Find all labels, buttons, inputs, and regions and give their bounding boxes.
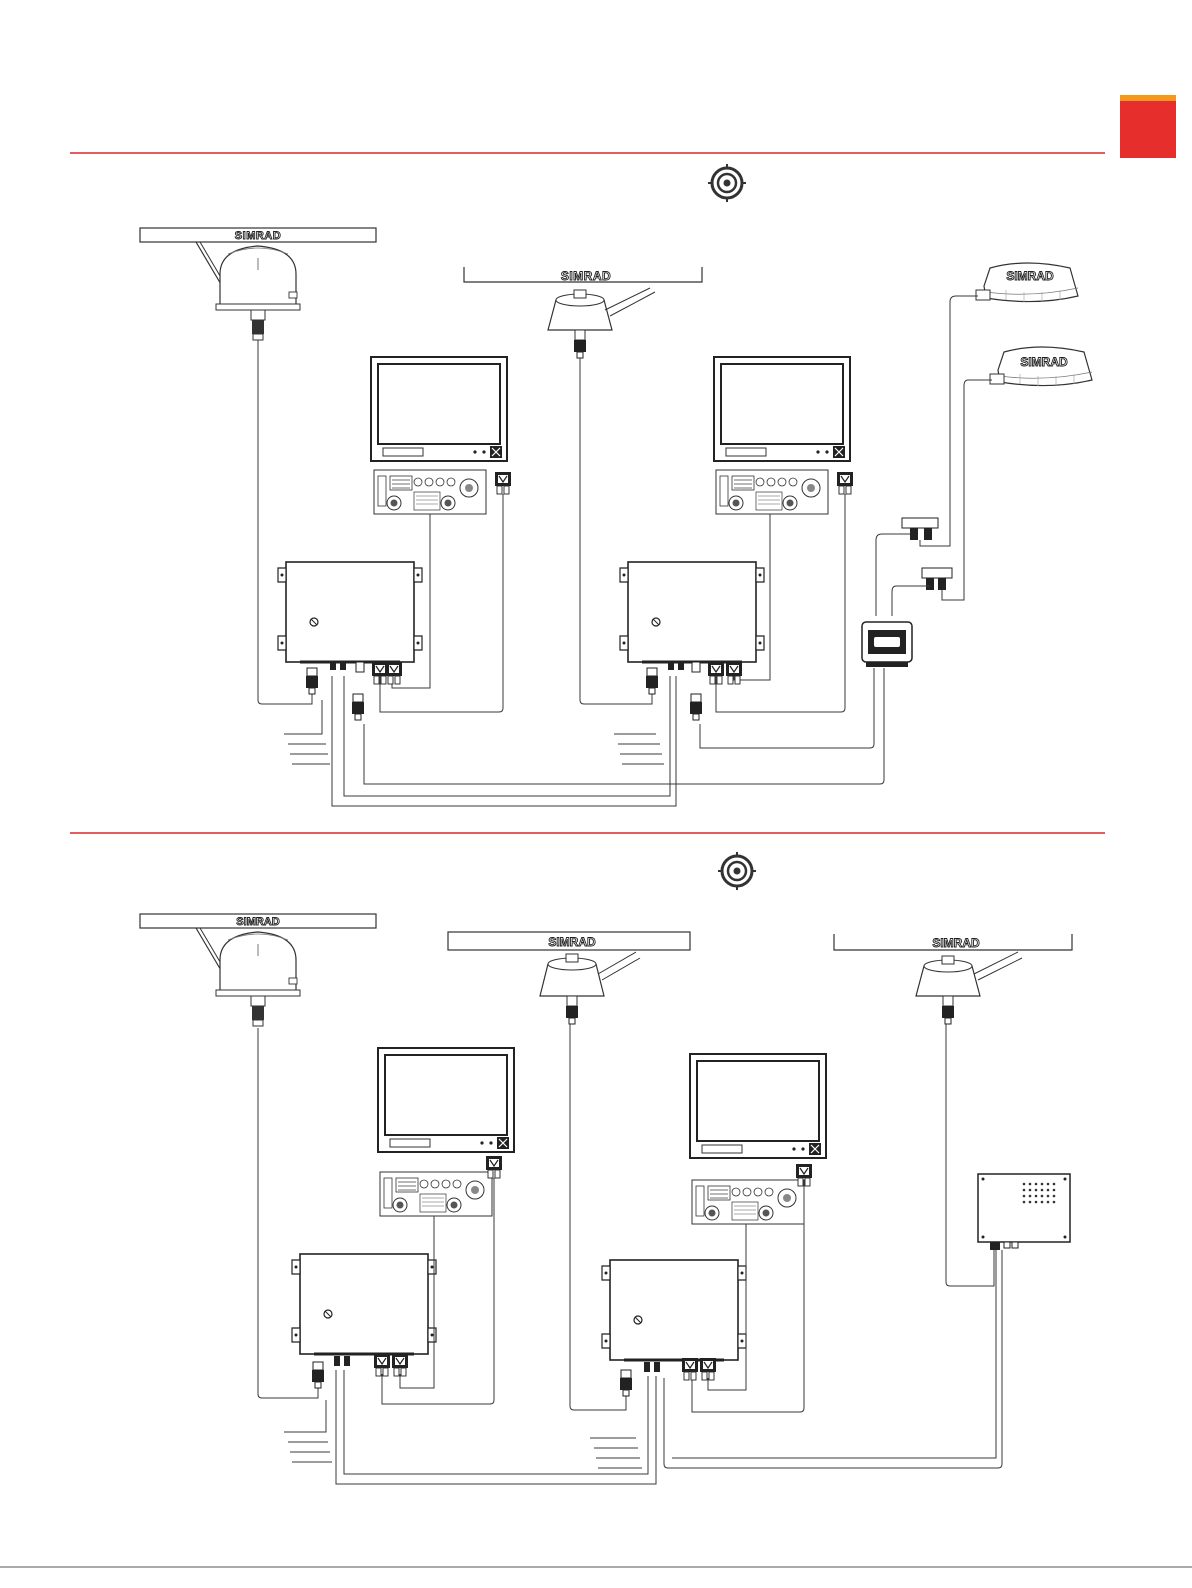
monitor-connector-2 bbox=[837, 472, 853, 494]
thumb-tab-body bbox=[1120, 101, 1176, 158]
processor-unit-1 bbox=[292, 1254, 436, 1354]
processor-unit-2 bbox=[602, 1260, 746, 1360]
processor-connectors-2 bbox=[646, 662, 742, 720]
control-keyboard-1 bbox=[380, 1172, 492, 1216]
radar-target-icon bbox=[718, 852, 756, 890]
open-array-antenna-1: SIMRAD bbox=[140, 228, 376, 340]
open-array-antenna-1: SIMRAD bbox=[140, 914, 376, 1026]
control-keyboard-2 bbox=[716, 470, 828, 514]
diagram-section-2: SIMRAD SIMRAD SIMRAD bbox=[140, 914, 1072, 1484]
radar-target-icon bbox=[708, 164, 746, 202]
monitor-connector-1 bbox=[486, 1156, 502, 1178]
radar-interface-box bbox=[978, 1174, 1070, 1250]
antenna-brand-label: SIMRAD bbox=[561, 269, 611, 283]
processor-connectors-2 bbox=[620, 1358, 716, 1396]
processor-unit-2 bbox=[620, 562, 764, 662]
display-monitor-2 bbox=[714, 357, 850, 461]
radome-antenna-1: SIMRAD bbox=[976, 263, 1078, 302]
processor-unit-1 bbox=[278, 562, 422, 662]
radome-brand-label: SIMRAD bbox=[1006, 269, 1054, 283]
open-array-antenna-2: SIMRAD bbox=[448, 932, 690, 1024]
cable-runs-section-1 bbox=[258, 296, 992, 806]
antenna-brand-label: SIMRAD bbox=[932, 936, 980, 950]
processor-connectors-1 bbox=[306, 662, 402, 720]
network-junction-2 bbox=[922, 568, 952, 590]
ethernet-hub bbox=[862, 622, 912, 667]
network-junction-1 bbox=[902, 518, 938, 540]
chapter-thumb-tab bbox=[1120, 95, 1176, 158]
radome-brand-label: SIMRAD bbox=[1020, 355, 1068, 369]
antenna-brand-label: SIMRAD bbox=[235, 230, 281, 242]
radome-antenna-2: SIMRAD bbox=[990, 347, 1092, 386]
display-monitor-1 bbox=[371, 357, 507, 461]
monitor-connector-1 bbox=[495, 472, 511, 494]
open-array-antenna-3: SIMRAD bbox=[834, 934, 1072, 1024]
control-keyboard-2 bbox=[692, 1180, 804, 1224]
processor-connectors-1 bbox=[312, 1354, 408, 1388]
display-monitor-1 bbox=[378, 1048, 514, 1152]
open-array-antenna-2: SIMRAD bbox=[464, 267, 702, 358]
control-keyboard-1 bbox=[374, 470, 486, 514]
diagram-section-1: SIMRAD SIMRAD SIMRAD SIMRAD bbox=[140, 228, 1092, 806]
antenna-brand-label: SIMRAD bbox=[236, 916, 279, 928]
antenna-brand-label: SIMRAD bbox=[548, 935, 596, 949]
display-monitor-2 bbox=[690, 1054, 826, 1158]
